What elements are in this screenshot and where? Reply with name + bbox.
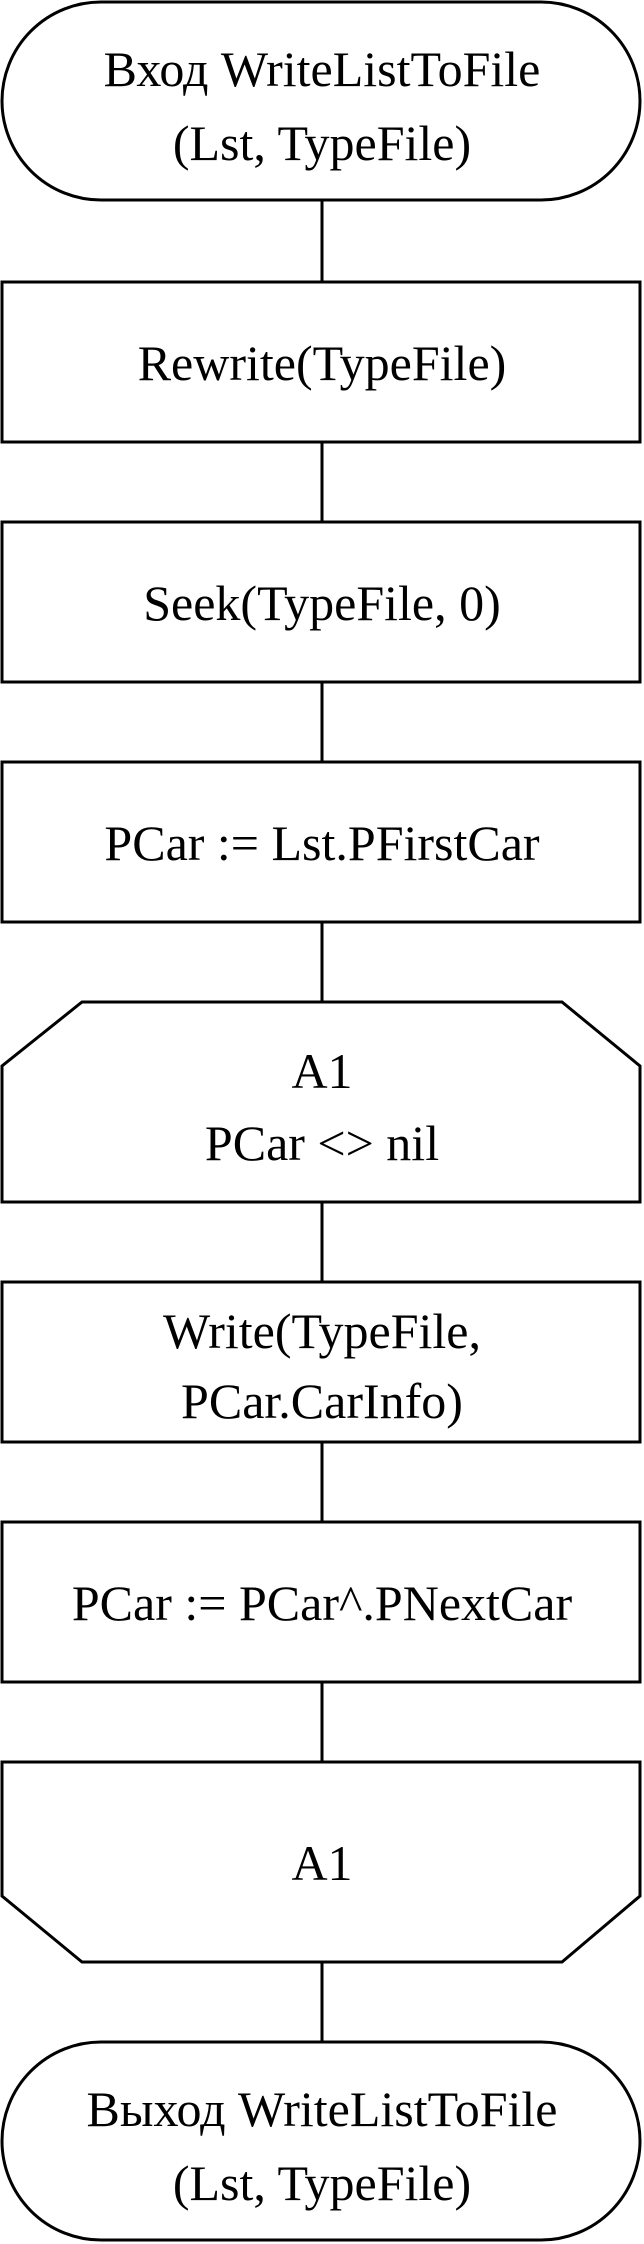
- write-label-line1: Write(TypeFile,: [163, 1303, 481, 1359]
- start-terminator: Вход WriteListToFile (Lst, TypeFile): [0, 0, 642, 202]
- end-label-line1: Выход WriteListToFile: [87, 2081, 558, 2137]
- write-process: Write(TypeFile, PCar.CarInfo): [0, 1280, 642, 1444]
- loop-begin: A1 PCar <> nil: [0, 1000, 642, 1204]
- loop-end: A1: [0, 1760, 642, 1964]
- advance-label: PCar := PCar^.PNextCar: [72, 1575, 573, 1631]
- loop-begin-label-line2: PCar <> nil: [205, 1115, 439, 1171]
- loop-begin-label-line1: A1: [291, 1043, 352, 1099]
- loop-end-label: A1: [291, 1835, 352, 1891]
- advance-process: PCar := PCar^.PNextCar: [0, 1520, 642, 1684]
- rewrite-label: Rewrite(TypeFile): [138, 335, 507, 391]
- seek-process: Seek(TypeFile, 0): [0, 520, 642, 684]
- end-label-line2: (Lst, TypeFile): [173, 2155, 471, 2211]
- start-label-line1: Вход WriteListToFile: [104, 41, 541, 97]
- rewrite-process: Rewrite(TypeFile): [0, 280, 642, 444]
- init-process: PCar := Lst.PFirstCar: [0, 760, 642, 924]
- end-terminator: Выход WriteListToFile (Lst, TypeFile): [0, 2040, 642, 2242]
- init-label: PCar := Lst.PFirstCar: [104, 815, 540, 871]
- seek-label: Seek(TypeFile, 0): [143, 575, 501, 631]
- start-label-line2: (Lst, TypeFile): [173, 115, 471, 171]
- write-label-line2: PCar.CarInfo): [181, 1373, 463, 1429]
